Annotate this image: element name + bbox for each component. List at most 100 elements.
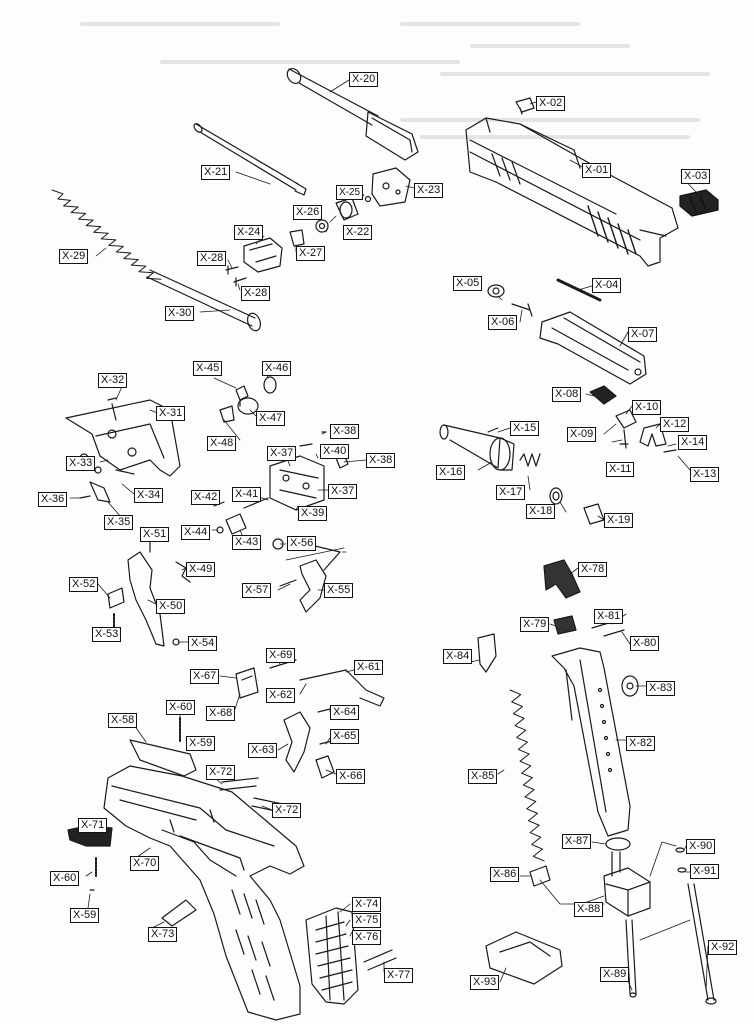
part-label-x39: X-39: [298, 506, 328, 521]
frame: [103, 765, 305, 1021]
part-label-x01: X-01: [582, 163, 612, 178]
bleed-through-line: [440, 72, 710, 76]
part-label-x16: X-16: [436, 465, 466, 480]
part-label-x76: X-76: [352, 930, 382, 945]
part-label-x47: X-47: [256, 411, 286, 426]
part-label-x44: X-44: [181, 525, 211, 540]
part-label-x43: X-43: [232, 535, 262, 550]
part-label-x37: X-37: [267, 446, 297, 461]
pin: [619, 429, 629, 449]
part-label-x60b: X-60: [50, 871, 80, 886]
mag-spring: [509, 689, 545, 862]
part-label-x71: X-71: [78, 818, 108, 833]
part-label-x34: X-34: [134, 488, 164, 503]
mag-pins: [591, 621, 625, 637]
part-label-x88: X-88: [574, 902, 604, 917]
nozzle-housing: [539, 311, 647, 385]
part-label-x15: X-15: [510, 421, 540, 436]
pin-small: [663, 449, 677, 453]
bleed-through-line: [420, 135, 690, 139]
part-label-x33: X-33: [66, 456, 96, 471]
magazine-body: [551, 647, 631, 837]
washer-90: [675, 847, 685, 853]
part-label-x07: X-07: [628, 327, 658, 342]
part-label-x77: X-77: [384, 968, 414, 983]
part-label-x12: X-12: [660, 417, 690, 432]
follower: [477, 633, 497, 673]
hammer-parts: [219, 376, 277, 423]
part-label-x93: X-93: [470, 975, 500, 990]
washer: [487, 284, 505, 298]
part-label-x36: X-36: [38, 492, 68, 507]
part-label-x85: X-85: [468, 769, 498, 784]
part-label-x74: X-74: [352, 897, 382, 912]
part-label-x64: X-64: [330, 705, 360, 720]
part-label-x29: X-29: [59, 249, 89, 264]
part-label-x11: X-11: [606, 462, 635, 477]
part-label-x59b: X-59: [70, 908, 100, 923]
rear-sight: [679, 189, 719, 217]
part-label-x60: X-60: [166, 700, 196, 715]
part-label-x17: X-17: [496, 485, 526, 500]
part-label-x32: X-32: [98, 373, 128, 388]
part-label-x10: X-10: [632, 400, 662, 415]
part-label-x55: X-55: [324, 583, 354, 598]
part-label-x05: X-05: [453, 276, 483, 291]
part-label-x72b: X-72: [272, 803, 302, 818]
part-label-x09: X-09: [567, 427, 597, 442]
valve-rod: [625, 919, 637, 995]
part-label-x75: X-75: [352, 913, 382, 928]
part-label-x89: X-89: [600, 967, 630, 982]
loading-nozzle: [439, 424, 605, 525]
barrel: [286, 67, 419, 161]
part-label-x08: X-08: [552, 387, 582, 402]
part-label-x65: X-65: [330, 729, 360, 744]
part-label-x68: X-68: [206, 706, 236, 721]
lanyard-pin: [161, 899, 197, 927]
part-label-x19: X-19: [604, 513, 634, 528]
bleed-through-line: [400, 118, 700, 122]
part-label-x28: X-28: [197, 251, 227, 266]
slide-lock: [589, 385, 617, 405]
part-label-x51: X-51: [140, 527, 170, 542]
part-label-x67: X-67: [190, 669, 220, 684]
part-label-x25: X-25: [336, 185, 364, 200]
part-label-x38b: X-38: [366, 453, 396, 468]
pin-upper: [219, 777, 259, 791]
part-label-x24: X-24: [234, 225, 264, 240]
part-label-x86: X-86: [490, 867, 520, 882]
part-label-x46: X-46: [262, 361, 292, 376]
part-label-x80: X-80: [630, 636, 660, 651]
part-label-x61: X-61: [354, 660, 384, 675]
leader-lines: [69, 79, 709, 991]
part-label-x26: X-26: [293, 205, 323, 220]
part-label-x31: X-31: [156, 406, 186, 421]
part-label-x13: X-13: [690, 467, 720, 482]
front-sight: [515, 97, 535, 115]
part-label-x03: X-03: [681, 169, 711, 184]
part-label-x82: X-82: [626, 736, 656, 751]
part-label-x53: X-53: [92, 627, 122, 642]
part-label-x73: X-73: [148, 927, 178, 942]
part-label-x30: X-30: [165, 306, 195, 321]
part-label-x66: X-66: [336, 769, 366, 784]
part-label-x50: X-50: [156, 599, 186, 614]
bleed-through-line: [80, 22, 280, 26]
part-label-x59: X-59: [186, 736, 216, 751]
follower-plate: [553, 615, 577, 635]
part-label-x70: X-70: [130, 856, 160, 871]
part-label-x41: X-41: [232, 487, 262, 502]
hop-up-group: [315, 167, 411, 233]
part-label-x23: X-23: [414, 183, 444, 198]
part-label-x18: X-18: [526, 504, 556, 519]
lever: [225, 513, 247, 535]
part-label-x84: X-84: [443, 649, 473, 664]
part-label-x04: X-04: [592, 278, 622, 293]
part-label-x06: X-06: [488, 315, 518, 330]
grip-insert: [305, 907, 359, 1005]
part-label-x91: X-91: [690, 864, 720, 879]
bleed-through-line: [400, 22, 580, 26]
part-label-x58: X-58: [108, 713, 138, 728]
part-label-x48: X-48: [207, 436, 237, 451]
